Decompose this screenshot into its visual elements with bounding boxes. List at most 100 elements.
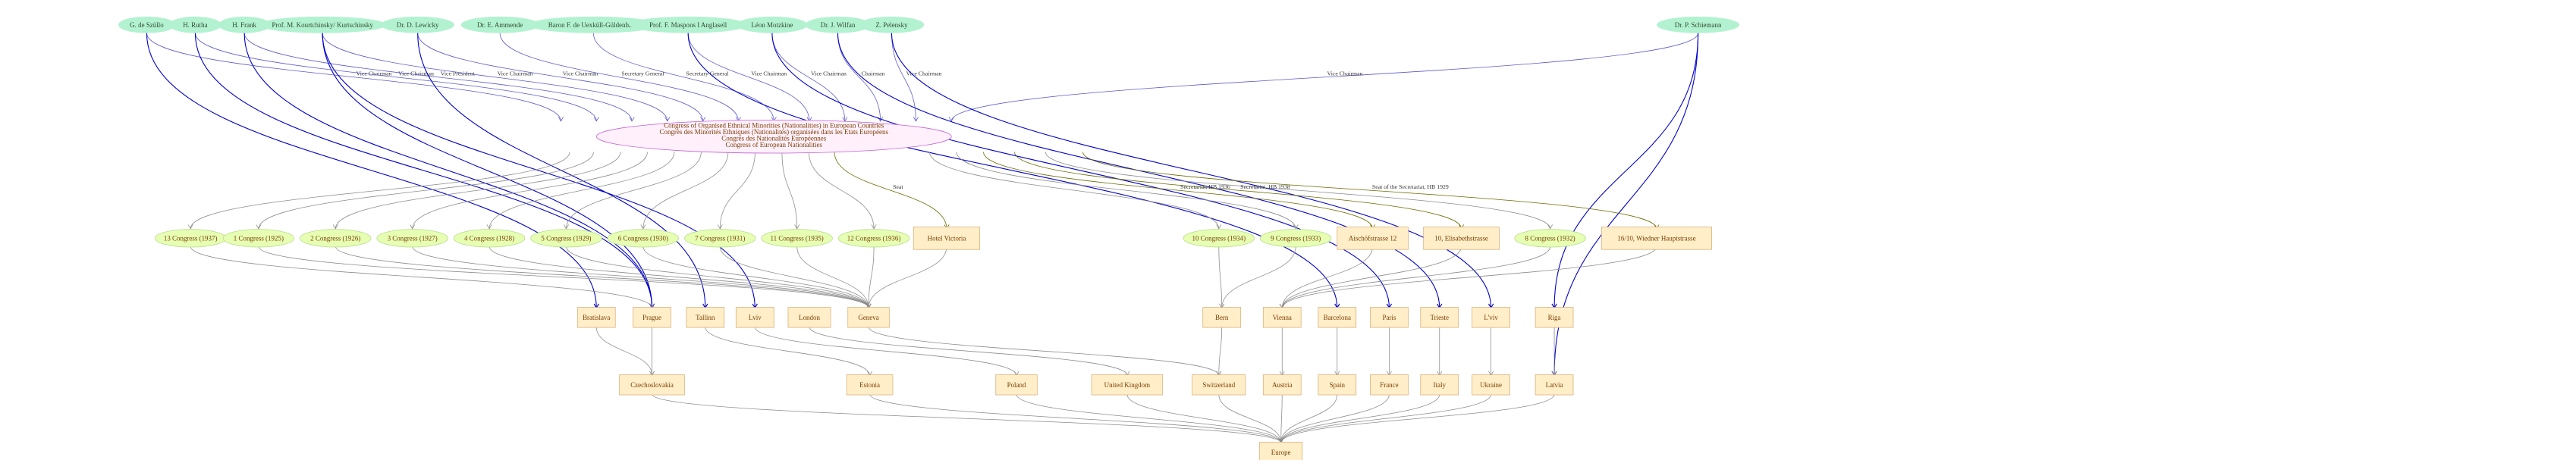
city-node-paris[interactable]: Paris — [1370, 307, 1409, 328]
role-edge-schiemann — [950, 33, 1698, 121]
person-node-schiemann[interactable]: Dr. P. Schiemann — [1657, 16, 1740, 33]
congress-node-c4[interactable]: 4 Congress (1928) — [453, 229, 526, 248]
congress-node-c2-label: 2 Congress (1926) — [310, 234, 360, 242]
person-node-maspons[interactable]: Prof. F. Maspons I Anglasell — [629, 16, 748, 33]
organization-label-line: Congrès des Minorités Ethniques (Nationa… — [660, 128, 889, 136]
role-edge-maspons-label: Vice Chairman — [751, 70, 787, 77]
city-node-tallinn[interactable]: Tallinn — [686, 307, 725, 328]
person-node-kourtch-shape — [258, 16, 387, 33]
person-node-lewicky[interactable]: Dr. D. Lewicky — [381, 16, 455, 33]
city-node-geneva[interactable]: Geneva — [847, 307, 890, 328]
person-city-edge-motzkine-paris — [771, 33, 1390, 308]
city-node-lviv1[interactable]: Lviv — [735, 307, 774, 328]
country-node-italy-label: Italy — [1434, 381, 1447, 389]
role-edge-wilfan-label: Chairman — [862, 70, 885, 77]
congress-node-c8-shape — [1514, 229, 1586, 248]
city-country-edge-tallinn — [705, 327, 870, 376]
person-node-frank[interactable]: H. Frank — [218, 16, 271, 33]
country-node-italy-shape — [1420, 374, 1459, 396]
congress-node-c6-label: 6 Congress (1930) — [618, 234, 668, 242]
continent-node-europe[interactable]: Europe — [1259, 442, 1303, 460]
country-node-czecho[interactable]: Czechoslovakia — [619, 374, 685, 396]
country-europe-edge-ukraine — [1280, 394, 1491, 443]
city-node-vienna[interactable]: Vienna — [1262, 307, 1302, 328]
city-node-bern[interactable]: Bern — [1202, 307, 1242, 328]
person-node-wilfan[interactable]: Dr. J. Wilfan — [805, 16, 871, 33]
congress-node-c11-shape — [761, 229, 833, 248]
org-edge-c5 — [566, 152, 702, 229]
venue-node-wiedner[interactable]: 16/10, Wiedner Hauptstrasse — [1601, 227, 1712, 250]
person-node-uexkull[interactable]: Baron F. de Uexküll-Güldenband — [528, 16, 659, 33]
country-europe-edge-uk — [1126, 394, 1282, 443]
venue-city-edge-c10 — [1218, 246, 1223, 308]
venue-node-elisabeth[interactable]: 10, Elisabethstrasse — [1423, 227, 1500, 250]
congress-node-c9[interactable]: 9 Congress (1933) — [1260, 229, 1332, 248]
role-edge-pelensky-label: Vice Chairman — [906, 70, 942, 77]
country-node-poland[interactable]: Poland — [995, 374, 1038, 396]
country-node-uk[interactable]: United Kingdom — [1091, 374, 1164, 396]
congress-node-c2[interactable]: 2 Congress (1926) — [300, 229, 372, 248]
country-node-latvia-label: Latvia — [1546, 381, 1563, 389]
venue-city-edge-c6 — [642, 246, 869, 308]
congress-node-c10[interactable]: 10 Congress (1934) — [1183, 229, 1255, 248]
country-node-austria[interactable]: Austria — [1262, 374, 1302, 396]
person-city-edge-schiemann-riga — [1553, 33, 1699, 308]
congress-node-c7[interactable]: 7 Congress (1931) — [684, 229, 756, 248]
organization-node[interactable]: Congress of Organised Ethnical Minoritie… — [595, 119, 952, 154]
venue-node-elisabeth-label: 10, Elisabethstrasse — [1434, 234, 1488, 242]
country-node-latvia[interactable]: Latvia — [1535, 374, 1574, 396]
person-node-motzkine[interactable]: Léon Motzkine — [737, 16, 808, 33]
venue-node-aischof[interactable]: Aischöfstrasse 12 — [1337, 227, 1409, 250]
person-node-schiemann-label: Dr. P. Schiemann — [1675, 21, 1722, 29]
city-country-edge-london — [809, 327, 1128, 376]
city-node-bratislava[interactable]: Bratislava — [576, 307, 616, 328]
person-city-edge-rutha-prague — [194, 33, 653, 308]
country-node-estonia-shape — [846, 374, 894, 396]
venue-city-edge-c13 — [190, 246, 652, 308]
person-node-pelensky[interactable]: Z. Pelensky — [859, 16, 925, 33]
congress-node-c2-shape — [300, 229, 372, 248]
country-node-switzerland[interactable]: Switzerland — [1192, 374, 1246, 396]
venue-node-hotel[interactable]: Hotel Victoria — [913, 227, 981, 250]
org-edge-c5-arrow — [564, 224, 569, 230]
country-node-france[interactable]: France — [1370, 374, 1409, 396]
country-node-estonia[interactable]: Estonia — [846, 374, 894, 396]
country-node-spain-shape — [1318, 374, 1357, 396]
congress-node-c1-label: 1 Congress (1925) — [234, 234, 284, 242]
org-edge-c1-arrow — [256, 224, 262, 230]
country-node-spain-label: Spain — [1330, 381, 1346, 389]
role-edge-frank-label: Vice President — [441, 70, 476, 77]
city-node-trieste[interactable]: Trieste — [1420, 307, 1459, 328]
role-edge-szullo-label: Vice Chairman — [357, 70, 392, 77]
city-node-london[interactable]: London — [787, 307, 831, 328]
city-node-barcelona[interactable]: Barcelona — [1318, 307, 1357, 328]
person-node-szullo[interactable]: G. de Szüllo — [118, 16, 175, 33]
congress-node-c5[interactable]: 5 Congress (1929) — [530, 229, 602, 248]
congress-node-c11[interactable]: 11 Congress (1935) — [761, 229, 833, 248]
congress-node-c13[interactable]: 13 Congress (1937) — [154, 229, 227, 248]
city-node-bratislava-shape — [576, 307, 616, 328]
country-node-ukraine[interactable]: Ukraine — [1472, 374, 1510, 396]
organization-label-line: Congress of European Nationalities — [725, 141, 822, 149]
person-node-rutha[interactable]: H. Rutha — [169, 16, 221, 33]
org-edge-c7 — [719, 152, 756, 229]
country-node-spain[interactable]: Spain — [1318, 374, 1357, 396]
continent-node-europe-shape — [1259, 442, 1303, 460]
congress-node-c1[interactable]: 1 Congress (1925) — [222, 229, 295, 248]
role-edge-schiemann-arrow — [948, 117, 954, 122]
person-node-kourtch[interactable]: Prof. M. Kourtchinsky/ Kurtschinsky — [258, 16, 387, 33]
congress-node-c6[interactable]: 6 Congress (1930) — [607, 229, 680, 248]
country-node-switzerland-label: Switzerland — [1202, 381, 1235, 389]
country-node-italy[interactable]: Italy — [1420, 374, 1459, 396]
congress-node-c8[interactable]: 8 Congress (1932) — [1514, 229, 1586, 248]
congress-node-c3[interactable]: 3 Congress (1927) — [376, 229, 448, 248]
role-edge-kourtch — [322, 33, 668, 121]
person-city-edge-pelensky-lviv2 — [891, 33, 1492, 308]
person-node-ammende[interactable]: Dr. E. Ammende — [460, 16, 539, 33]
city-node-riga[interactable]: Riga — [1535, 307, 1574, 328]
city-node-london-label: London — [799, 314, 820, 321]
continent-node-europe-label: Europe — [1271, 449, 1291, 456]
city-node-prague[interactable]: Prague — [633, 307, 671, 328]
congress-node-c12[interactable]: 12 Congress (1936) — [837, 229, 910, 248]
city-node-lviv2[interactable]: L'viv — [1472, 307, 1510, 328]
